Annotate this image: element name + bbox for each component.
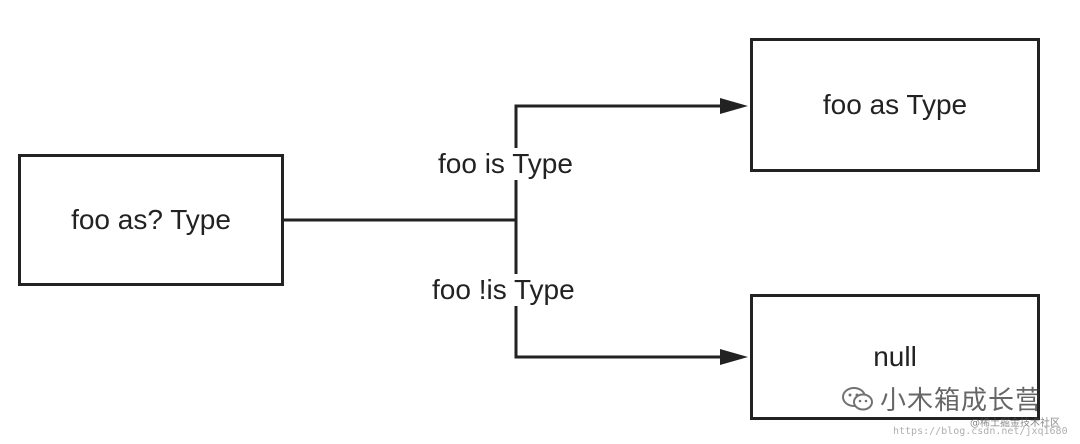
edge-label-is: foo is Type: [438, 148, 573, 180]
watermark-brand: 小木箱成长营: [880, 386, 1043, 416]
node-source-box: foo as? Type: [18, 154, 284, 286]
node-as-type-label: foo as Type: [822, 89, 968, 120]
watermark-url: https://blog.csdn.net/jxq1680: [893, 426, 1068, 437]
node-null-box: null: [750, 294, 1040, 420]
arrowhead-as-type: [720, 98, 748, 114]
watermark-sub: @稀土掘金技术社区: [970, 418, 1060, 429]
edge-label-not-is: foo !is Type: [432, 274, 575, 306]
node-null-label: null: [873, 341, 917, 372]
node-source-label: foo as? Type: [71, 204, 231, 235]
node-as-type-box: foo as Type: [750, 38, 1040, 172]
wechat-icon: [842, 386, 873, 410]
arrowhead-null: [720, 349, 748, 365]
watermark: 小木箱成长营: [842, 380, 1042, 417]
